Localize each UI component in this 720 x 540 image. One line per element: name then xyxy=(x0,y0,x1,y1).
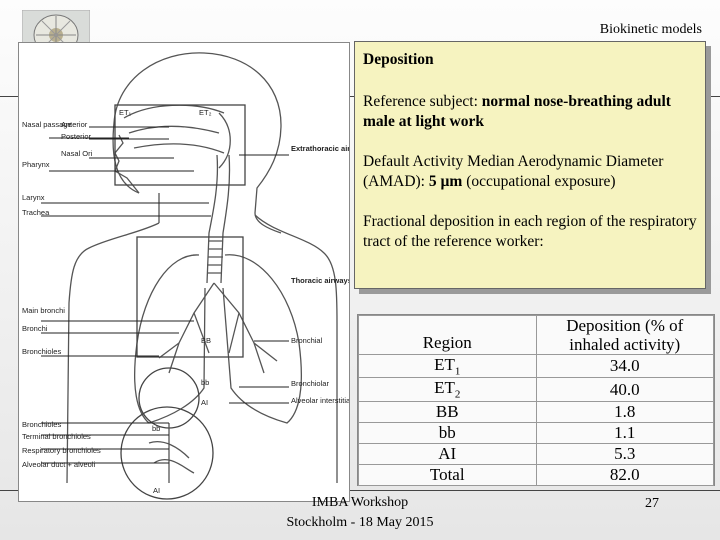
label-terminal-bronchioles: Terminal bronchioles xyxy=(22,432,91,441)
region-cell: ET1 xyxy=(358,353,537,379)
deposition-cell: 1.8 xyxy=(535,400,714,423)
deposition-cell: 34.0 xyxy=(535,353,714,379)
table-row: Total 82.0 xyxy=(358,463,714,486)
label-respiratory-bronchioles: Respiratory bronchioles xyxy=(22,446,101,455)
callout-fractional-deposition: Fractional deposition in each region of … xyxy=(363,213,697,250)
table-header-row: Region Deposition (% of inhaled activity… xyxy=(358,315,714,355)
table-row: AI 5.3 xyxy=(358,442,714,465)
footer-rule xyxy=(0,490,720,491)
label-bronchioles-low: Bronchioles xyxy=(22,420,61,429)
respiratory-tract-diagram: ET₁ ET₂ Nasal passage Anterior Posterior… xyxy=(18,42,369,502)
label-ai-inset: AI xyxy=(153,486,160,495)
label-alveolar-duct: Alveolar duct + alveoli xyxy=(22,460,95,469)
footer-location-date: Stockholm - 18 May 2015 xyxy=(286,515,434,530)
table-row: BB 1.8 xyxy=(358,400,714,423)
reference-subject-label: Reference subject: xyxy=(363,93,482,110)
table-row: bb 1.1 xyxy=(358,421,714,444)
label-bronchioles-left: Bronchioles xyxy=(22,347,61,356)
deposition-cell: 40.0 xyxy=(535,377,714,402)
deposition-callout: Deposition Reference subject: normal nos… xyxy=(354,41,706,289)
table-row: ET1 34.0 xyxy=(358,353,714,379)
region-cell: BB xyxy=(358,400,537,423)
label-bb-small: bb xyxy=(201,378,209,387)
deposition-cell: 82.0 xyxy=(535,463,714,486)
label-bronchiolar: Bronchiolar xyxy=(291,379,329,388)
amad-label: Default Activity Median Aerodynamic Diam… xyxy=(363,153,664,190)
label-bb-inset: bb xyxy=(152,424,160,433)
label-trachea: Trachea xyxy=(22,208,50,217)
label-bronchi: Bronchi xyxy=(22,324,48,333)
callout-heading: Deposition xyxy=(363,51,434,68)
label-bb-tag: BB xyxy=(201,336,211,345)
label-ai-tag: AI xyxy=(201,398,208,407)
deposition-header-line1: Deposition (% of xyxy=(566,316,684,335)
reference-subject-value: normal nose-breathing adult male at ligh… xyxy=(363,93,671,130)
region-cell: ET2 xyxy=(358,377,537,402)
page-number: 27 xyxy=(645,496,659,511)
respiratory-tract-illustration: ET₁ ET₂ Nasal passage Anterior Posterior… xyxy=(22,52,369,500)
amad-value: 5 µm xyxy=(428,173,463,190)
label-larynx: Larynx xyxy=(22,193,45,202)
label-posterior: Posterior xyxy=(61,132,92,141)
deposition-cell: 5.3 xyxy=(535,442,714,465)
label-et2: ET₂ xyxy=(199,108,212,117)
label-pharynx: Pharynx xyxy=(22,160,50,169)
region-cell: AI xyxy=(358,442,537,465)
label-nasal-passage: Nasal passage xyxy=(22,120,72,129)
label-bronchial: Bronchial xyxy=(291,336,323,345)
table-header-deposition: Deposition (% of inhaled activity) xyxy=(535,315,714,355)
table-row: ET2 40.0 xyxy=(358,377,714,402)
label-thoracic: Thoracic airways xyxy=(291,276,349,285)
label-nasal-ori: Nasal Ori xyxy=(61,149,93,158)
callout-reference-subject: Reference subject: normal nose-breathing… xyxy=(363,92,697,132)
label-alveolar: Alveolar interstitial xyxy=(291,396,349,405)
deposition-cell: 1.1 xyxy=(535,421,714,444)
amad-suffix: (occupational exposure) xyxy=(462,173,616,190)
label-et1: ET₁ xyxy=(119,108,132,117)
deposition-table: Region Deposition (% of inhaled activity… xyxy=(357,314,715,486)
table-header-region: Region xyxy=(358,315,537,355)
label-main-bronchi: Main bronchi xyxy=(22,306,65,315)
slide-header-title: Biokinetic models xyxy=(599,22,702,37)
deposition-header-line2: inhaled activity) xyxy=(569,335,681,354)
label-anterior: Anterior xyxy=(61,120,88,129)
region-cell: bb xyxy=(358,421,537,444)
label-extrathoracic: Extrathoracic airways xyxy=(291,144,349,153)
slide-footer: IMBA Workshop Stockholm - 18 May 2015 xyxy=(230,493,490,533)
region-cell: Total xyxy=(358,463,537,486)
callout-amad: Default Activity Median Aerodynamic Diam… xyxy=(363,152,697,192)
footer-event: IMBA Workshop xyxy=(311,495,409,510)
